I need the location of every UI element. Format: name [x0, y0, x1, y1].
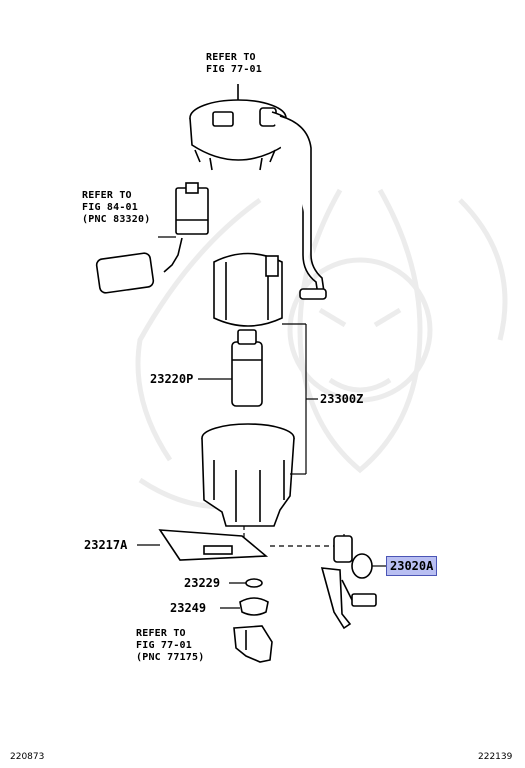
refer-line-1: REFER TO: [206, 52, 256, 63]
part-label-assembly[interactable]: 23300Z: [320, 392, 364, 406]
pump-lower-housing: [201, 423, 295, 527]
part-label-regulator[interactable]: 23020A: [386, 556, 438, 576]
refer-line-2: FIG 77-01: [206, 64, 262, 75]
part-label-retainer[interactable]: 23249: [170, 601, 207, 615]
footer-right-code: 222139: [478, 752, 513, 762]
refer-line-3: (PNC 77175): [136, 652, 205, 663]
refer-line-2: FIG 84-01: [82, 202, 138, 213]
refer-fig-84-01: REFER TO FIG 84-01 (PNC 83320): [82, 190, 150, 226]
fuel-suction-filter: [158, 529, 269, 561]
part-label-ring[interactable]: 23229: [184, 576, 221, 590]
footer-left-code: 220873: [10, 752, 45, 762]
fuel-sender-gauge: [95, 182, 209, 294]
refer-line-1: REFER TO: [82, 190, 132, 201]
pump-upper-housing: [213, 252, 283, 327]
refer-line-1: REFER TO: [136, 628, 186, 639]
watermark-emblem: [135, 188, 508, 510]
refer-fig-77-01-bottom: REFER TO FIG 77-01 (PNC 77175): [136, 628, 204, 664]
assembly-bracket: [282, 323, 318, 475]
part-label-filter[interactable]: 23217A: [84, 538, 128, 552]
refer-fig-77-01-top: REFER TO FIG 77-01: [206, 52, 262, 76]
filter-retainer: [239, 597, 269, 616]
fuel-pump-motor: [231, 329, 263, 407]
fuel-tank-flange: [189, 84, 327, 300]
mounting-clip: [233, 625, 273, 663]
pressure-regulator: [320, 535, 377, 630]
o-ring: [245, 578, 263, 588]
refer-line-3: (PNC 83320): [82, 214, 151, 225]
refer-line-2: FIG 77-01: [136, 640, 192, 651]
part-label-pump[interactable]: 23220P: [150, 372, 194, 386]
